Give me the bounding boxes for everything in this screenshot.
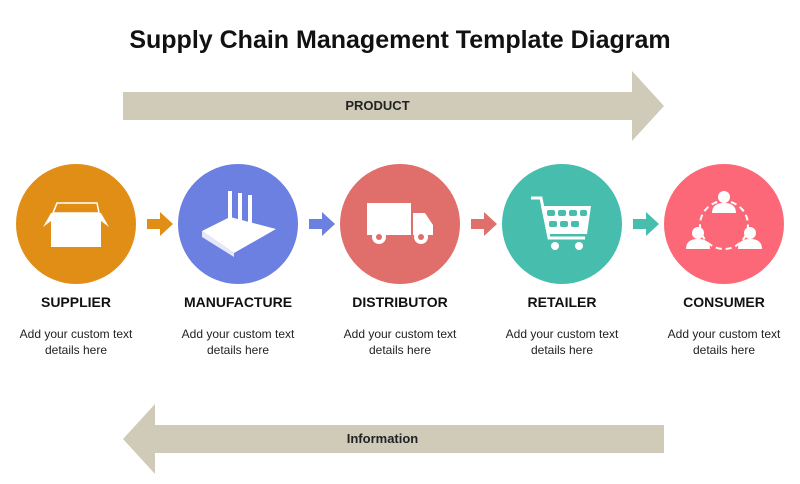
retailer-circle bbox=[502, 164, 622, 284]
distributor-circle bbox=[340, 164, 460, 284]
arrow-manufacture-distributor bbox=[309, 212, 335, 236]
retailer-label: RETAILER bbox=[527, 294, 597, 310]
manufacture-label: MANUFACTURE bbox=[183, 294, 293, 310]
arrow-retailer-consumer bbox=[633, 212, 659, 236]
supplier-label: SUPPLIER bbox=[40, 294, 111, 310]
truck-icon bbox=[367, 203, 433, 244]
arrow-supplier-manufacture bbox=[147, 212, 173, 236]
distributor-label: DISTRIBUTOR bbox=[352, 294, 448, 310]
information-arrow-label: Information bbox=[346, 431, 419, 446]
factory-icon bbox=[202, 191, 276, 257]
consumer-label: CONSUMER bbox=[683, 294, 765, 310]
product-arrow-label: PRODUCT bbox=[345, 98, 410, 113]
shopping-cart-icon bbox=[531, 196, 591, 250]
consumer-circle bbox=[664, 164, 784, 284]
product-arrow bbox=[123, 71, 664, 141]
diagram-title: Supply Chain Management Template Diagram bbox=[129, 26, 671, 54]
box-icon bbox=[43, 202, 109, 247]
information-arrow bbox=[123, 404, 664, 474]
consumers-icon bbox=[686, 191, 762, 250]
arrow-distributor-retailer bbox=[471, 212, 497, 236]
supplier-circle bbox=[16, 164, 136, 284]
manufacture-circle bbox=[178, 164, 298, 284]
